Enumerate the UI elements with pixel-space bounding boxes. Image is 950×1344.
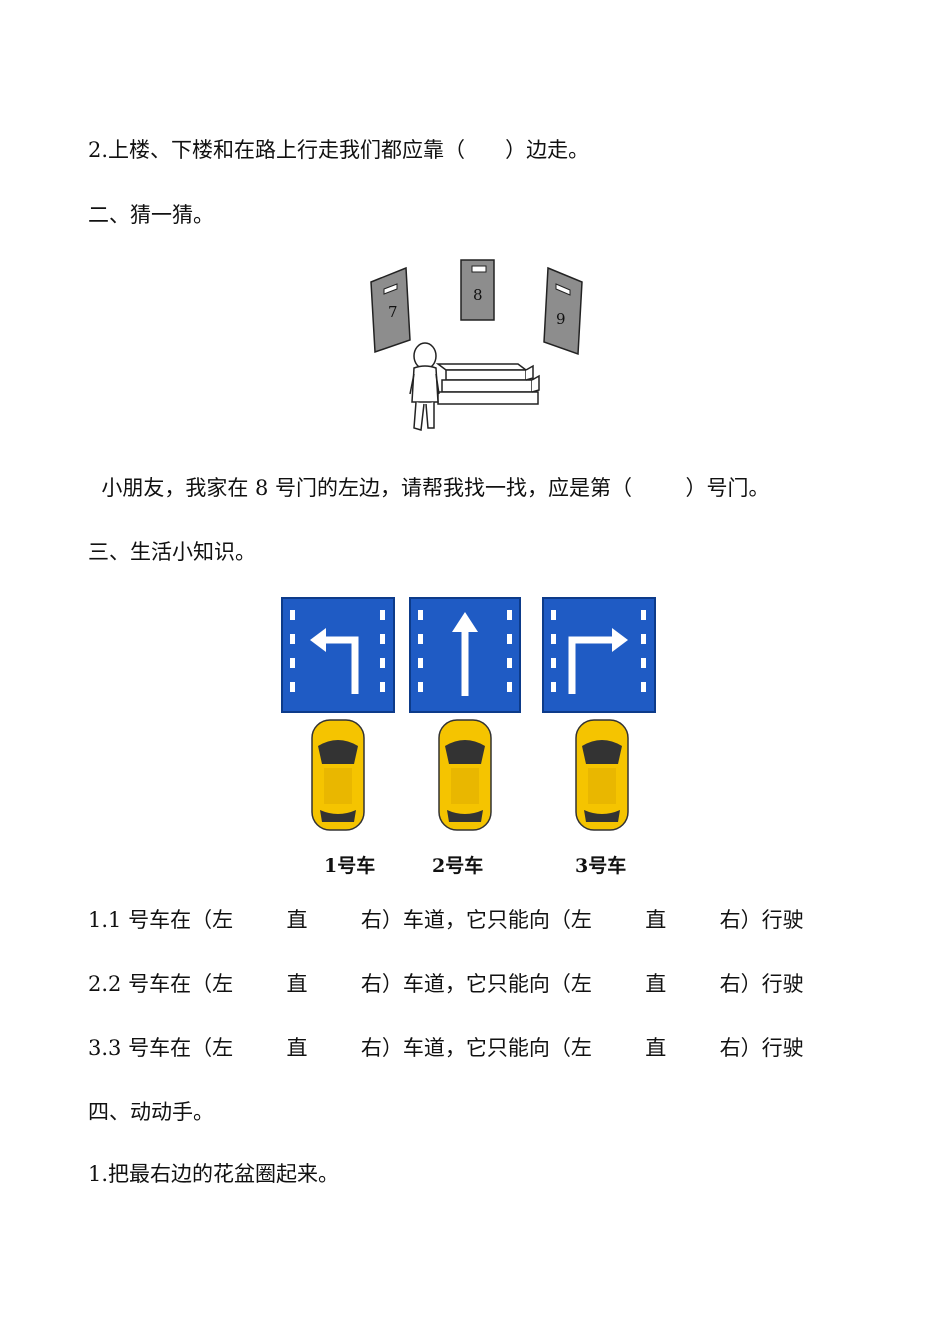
section-2-heading: 二、猜一猜。	[88, 203, 214, 227]
doors-figure: 7 8 9	[370, 254, 586, 434]
car-3	[575, 719, 629, 831]
door-8-number: 8	[473, 286, 483, 304]
car-2	[438, 719, 492, 831]
question-guess-text: 小朋友，我家在 8 号门的左边，请帮我找一找，应是第（ ）号门。	[88, 476, 770, 500]
question-2-text: 2.上楼、下楼和在路上行走我们都应靠（ ）边走。	[88, 138, 590, 162]
car-1	[311, 719, 365, 831]
stairs	[435, 363, 540, 405]
door-8: 8	[460, 259, 495, 321]
section-4-heading: 四、动动手。	[88, 1100, 214, 1124]
car-2-label: 2号车	[432, 855, 484, 877]
straight-sign	[409, 597, 521, 713]
section-3-heading: 三、生活小知识。	[88, 540, 256, 564]
car-3-label: 3号车	[575, 855, 627, 877]
child-figure	[409, 342, 440, 431]
door-7-number: 7	[388, 303, 398, 321]
question-car-2: 2.2 号车在（左 直 右）车道，它只能向（左 直 右）行驶	[88, 972, 804, 996]
left-turn-sign	[281, 597, 395, 713]
right-turn-sign	[542, 597, 656, 713]
door-9-number: 9	[556, 310, 566, 328]
door-9: 9	[543, 266, 583, 356]
door-7: 7	[370, 266, 411, 354]
question-car-3: 3.3 号车在（左 直 右）车道，它只能向（左 直 右）行驶	[88, 1036, 804, 1060]
question-car-1: 1.1 号车在（左 直 右）车道，它只能向（左 直 右）行驶	[88, 908, 804, 932]
question-flowerpot: 1.把最右边的花盆圈起来。	[88, 1162, 340, 1186]
lane-signs-figure	[281, 597, 656, 831]
car-1-label: 1号车	[324, 855, 376, 877]
